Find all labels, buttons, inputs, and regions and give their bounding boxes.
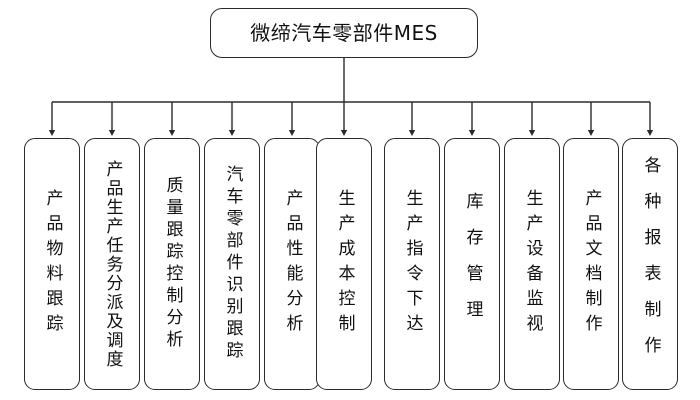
node-inventory-management[interactable]: 库存管理 [444, 138, 500, 390]
node-label: 产品性能分析 [282, 189, 303, 339]
node-label: 产品生产任务分派及调度 [102, 159, 123, 369]
node-label: 各种报表制作 [640, 156, 661, 372]
node-label: 汽车零部件识别跟踪 [222, 165, 243, 363]
node-label: 产品文档制作 [581, 189, 602, 339]
node-label: 生产成本控制 [334, 189, 355, 339]
node-label: 产品物料跟踪 [42, 189, 63, 339]
node-production-task-dispatch-scheduling[interactable]: 产品生产任务分派及调度 [84, 138, 140, 390]
node-production-cost-control[interactable]: 生产成本控制 [316, 138, 372, 390]
node-production-equipment-monitoring[interactable]: 生产设备监视 [504, 138, 560, 390]
node-product-document-creation[interactable]: 产品文档制作 [563, 138, 619, 390]
node-various-report-creation[interactable]: 各种报表制作 [622, 138, 678, 390]
root-node-mes[interactable]: 微缔汽车零部件MES [210, 8, 478, 58]
node-label: 生产指令下达 [402, 189, 423, 339]
node-label: 生产设备监视 [522, 189, 543, 339]
node-quality-tracking-control-analysis[interactable]: 质量跟踪控制分析 [144, 138, 200, 390]
node-production-order-release[interactable]: 生产指令下达 [384, 138, 440, 390]
node-product-performance-analysis[interactable]: 产品性能分析 [264, 138, 320, 390]
node-label: 库存管理 [462, 192, 483, 336]
node-label: 质量跟踪控制分析 [162, 176, 183, 352]
node-product-material-tracking[interactable]: 产品物料跟踪 [24, 138, 80, 390]
node-auto-parts-identification-tracking[interactable]: 汽车零部件识别跟踪 [204, 138, 260, 390]
root-node-label: 微缔汽车零部件MES [250, 21, 438, 45]
